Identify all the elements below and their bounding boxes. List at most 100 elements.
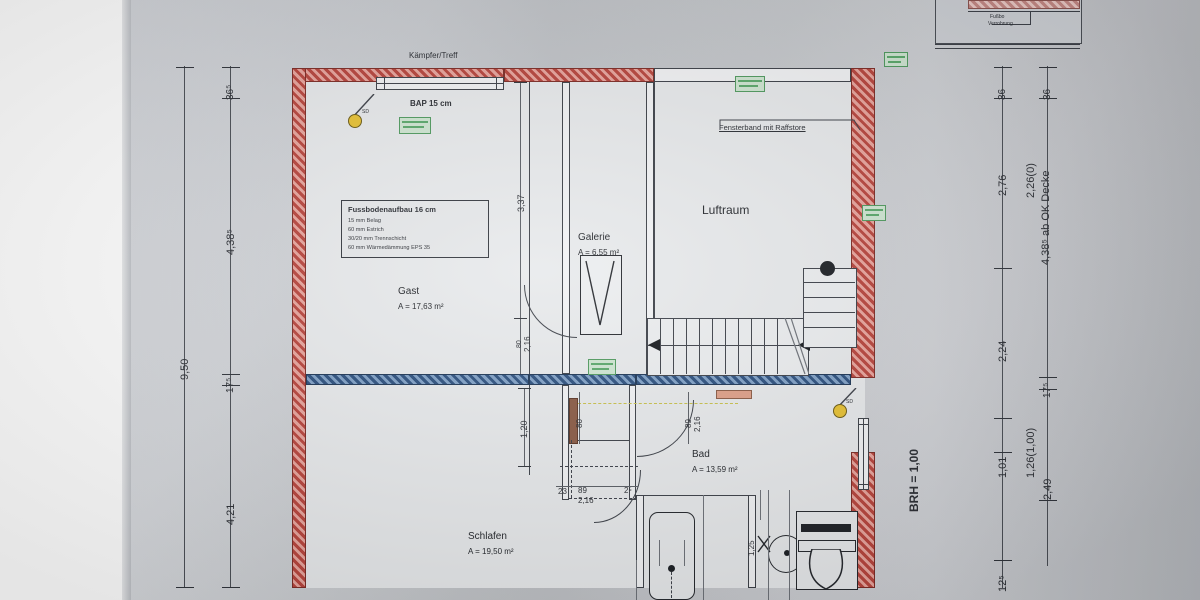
dim-tick — [176, 67, 194, 68]
stair-tread — [660, 318, 661, 374]
detail-line-1 — [968, 11, 1080, 12]
window-bap-mullion — [376, 83, 504, 84]
dim-tick — [222, 67, 240, 68]
dim-tick — [1039, 500, 1057, 501]
dim-line-interior-2 — [524, 388, 525, 466]
floor-buildup-line: 60 mm Estrich — [348, 227, 384, 233]
floor-buildup-line: 15 mm Belag — [348, 218, 381, 224]
slab-band-center — [529, 374, 636, 385]
gast-right-edge — [529, 82, 530, 374]
dim-tick — [1039, 389, 1057, 390]
room-area: A = 17,63 m² — [398, 302, 444, 311]
room-name: Galerie — [578, 232, 611, 243]
toilet-bowl — [808, 549, 844, 590]
partition-bath-lower-l — [636, 495, 644, 588]
dim-tick — [1039, 98, 1057, 99]
dim-tick — [518, 466, 531, 467]
stair-upper-tread — [803, 312, 855, 313]
approval-stamp-3 — [884, 52, 908, 67]
stair-tread — [686, 318, 687, 374]
partition-galerie-left — [562, 82, 570, 374]
dashed-vert-2 — [629, 440, 630, 498]
approval-stamp-5 — [588, 359, 616, 375]
stair-direction-arrow-left — [648, 339, 660, 351]
stair-tread — [777, 318, 778, 374]
dim-tick — [222, 385, 240, 386]
cistern — [801, 524, 851, 532]
dim-tick — [222, 98, 240, 99]
dim-line-interior-3 — [579, 392, 580, 444]
room-label-schlafen: Schlafen A = 19,50 m² — [468, 531, 514, 556]
washbasin-tap — [757, 535, 771, 553]
stair-walkline — [647, 345, 807, 346]
dim-left-4-21: 4,21 — [225, 503, 237, 525]
dim-line-left-inner — [230, 66, 231, 588]
dim-interior-3-37: 3,37 — [516, 194, 526, 212]
dashed-vert-1 — [571, 440, 572, 498]
dim-interior-89b: 89 — [578, 486, 587, 495]
dim-interior-1-20: 1,20 — [519, 420, 529, 438]
dim-left-outer-9-50: 9,50 — [179, 358, 191, 380]
fixture-wall-line — [789, 490, 790, 600]
dim-interior-80b: 80 — [575, 419, 584, 428]
dim-rightouter-17: 17⁵ — [1042, 382, 1053, 398]
galerie-void-cross — [585, 260, 615, 326]
approval-stamp-2 — [735, 76, 765, 92]
dim-interior-80: 80 — [516, 340, 523, 348]
room-label-galerie: Galerie A = 6,55 m² — [578, 232, 619, 257]
dim-right-1-01: 1,01 — [997, 456, 1009, 478]
dim-tick — [994, 268, 1012, 269]
dim-interior-1-25: 1,25 — [747, 540, 756, 556]
dim-line-right-inner — [1002, 66, 1003, 588]
paper-left-edge — [122, 0, 131, 600]
bathtub-axis — [671, 572, 672, 598]
room-label-bad: Bad A = 13,59 m² — [692, 449, 738, 474]
dim-interior-2-16b: 2,16 — [693, 416, 702, 432]
dim-line-interior-4 — [688, 392, 689, 444]
dim-tick — [994, 98, 1012, 99]
dim-tick — [994, 560, 1012, 561]
room-area: A = 13,59 m² — [692, 465, 738, 474]
dim-rightouter-1-26: 1,26(1,00) — [1025, 427, 1037, 478]
room-area: A = 19,50 m² — [468, 547, 514, 556]
approval-stamp-4 — [862, 205, 886, 221]
kaempfer-label: Kämpfer/Treff — [409, 51, 458, 60]
dashed-threshold-1 — [560, 466, 638, 467]
detail-label-2: Verrohrung — [988, 21, 1013, 27]
stair-upper-tread — [803, 297, 855, 298]
stair-upper-tread — [803, 327, 855, 328]
brh-label: BRH = 1,00 — [907, 448, 921, 512]
detail-frame-bottom-2 — [935, 48, 1080, 49]
window-bap-jamb-r — [496, 78, 497, 89]
guide-line-3 — [636, 560, 637, 600]
stair-upper-flight — [803, 268, 857, 348]
dim-interior-2-16c: 2,16 — [578, 496, 594, 505]
dim-tick — [994, 67, 1012, 68]
dim-right-2-76: 2,76 — [997, 174, 1009, 196]
dim-tick — [994, 452, 1012, 453]
dim-rightouter-4-38-ok-decke: 4,38⁵ ab OK Decke — [1040, 170, 1052, 265]
dim-tick — [1039, 67, 1057, 68]
floor-buildup-line: 60 mm Wärmedämmung EPS 35 — [348, 245, 431, 251]
dim-left-36: 36⁵ — [225, 84, 236, 100]
bathtub — [649, 512, 695, 600]
dim-right-36: 36 — [997, 88, 1008, 100]
partition-bad-bottom — [569, 440, 629, 441]
stair-tread — [712, 318, 713, 374]
window-right-jamb-b — [858, 484, 869, 485]
stair-tread — [673, 318, 674, 374]
bathtub-drain — [668, 565, 675, 572]
detail-frame-bottom — [935, 44, 1080, 45]
dim-tick — [514, 82, 527, 83]
stair-tread — [764, 318, 765, 374]
stair-run — [647, 318, 809, 376]
dim-line-right-outer — [1047, 66, 1048, 566]
dim-left-4-38: 4,38⁵ — [225, 229, 237, 255]
dim-tick — [222, 587, 240, 588]
fixture-wall-line-2 — [768, 490, 769, 600]
dim-tick — [176, 587, 194, 588]
dim-tick — [518, 388, 531, 389]
wall-top-mid — [504, 68, 654, 82]
guide-line-1 — [760, 490, 761, 520]
detail-leader-2 — [992, 24, 1031, 25]
